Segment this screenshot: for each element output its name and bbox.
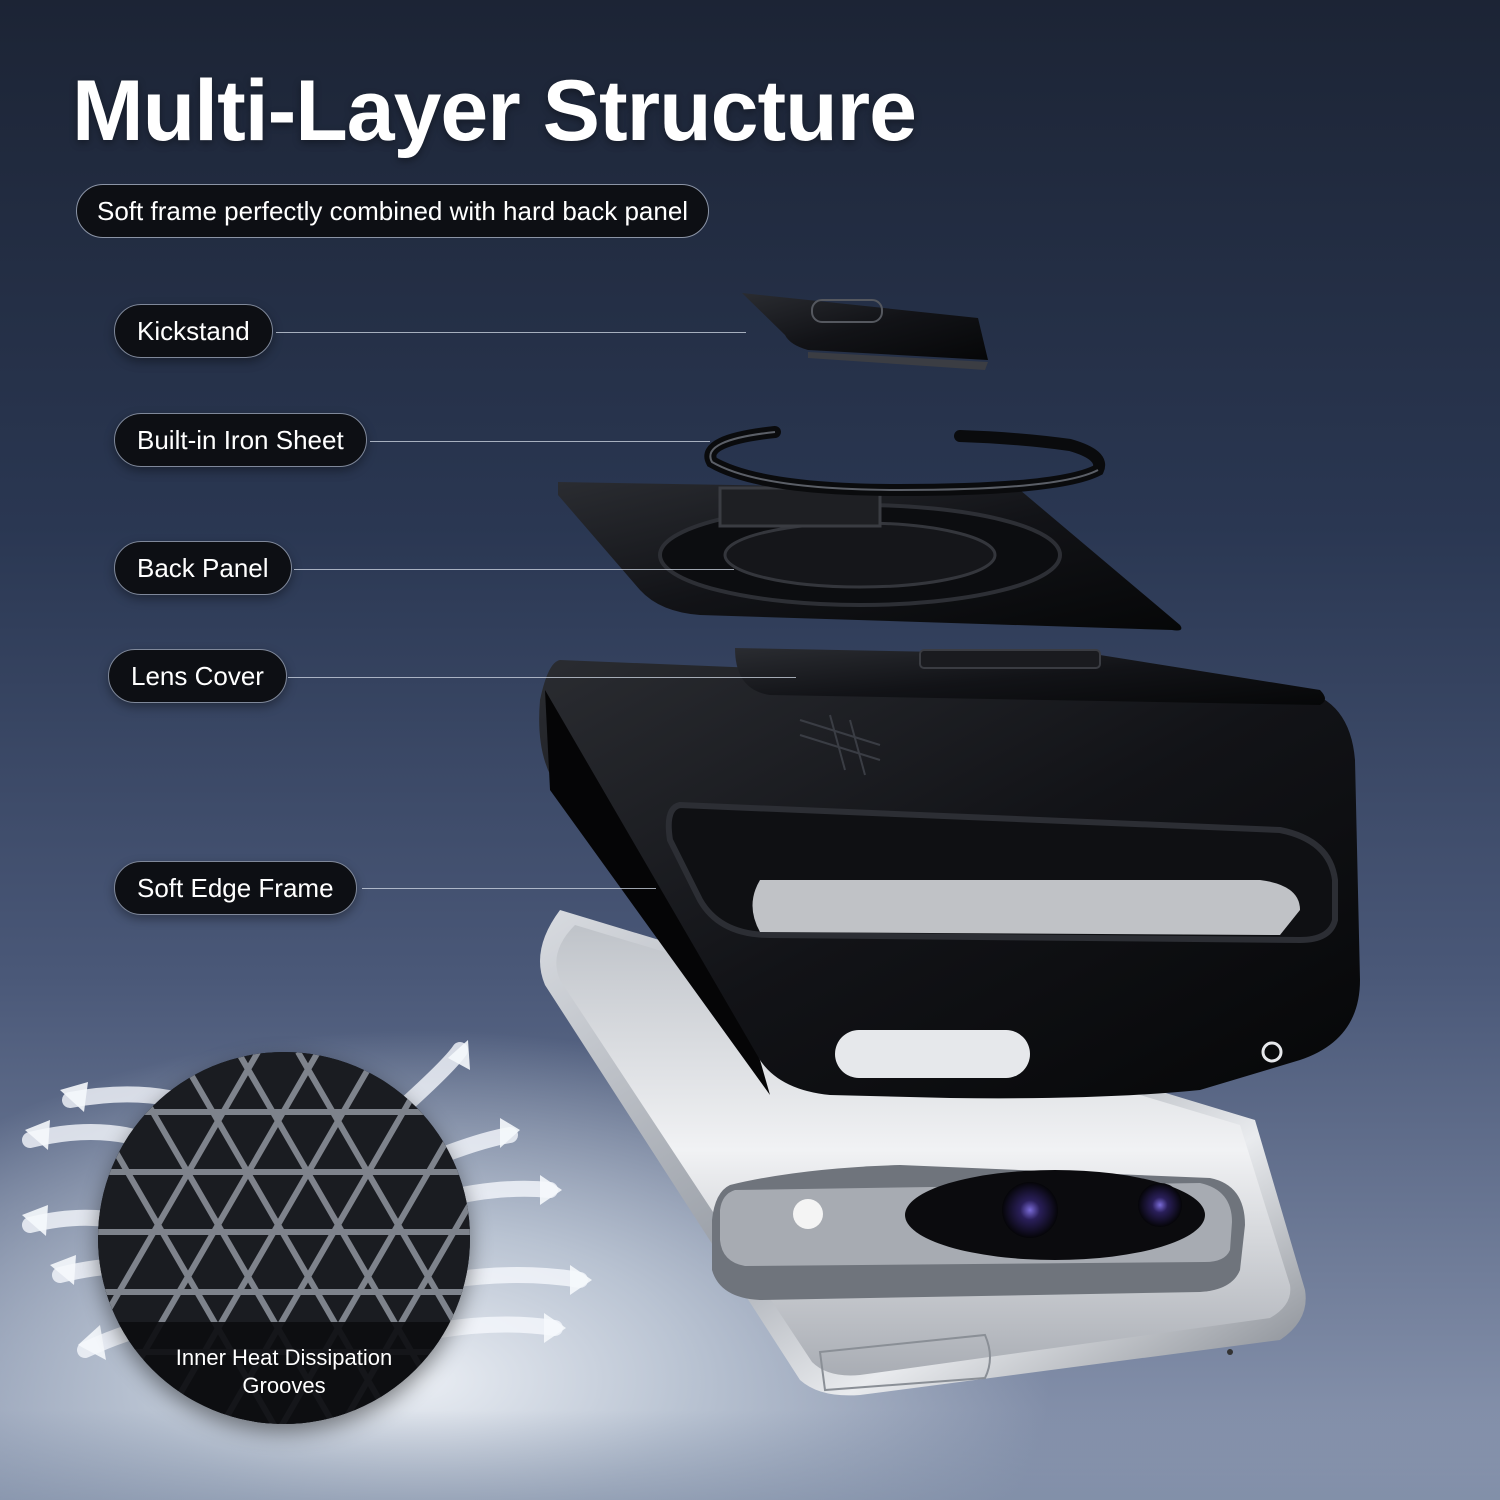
heat-dissipation-zoom: Inner Heat Dissipation Grooves <box>98 1052 470 1424</box>
label-kickstand-text: Kickstand <box>137 315 250 346</box>
lens-cover <box>735 648 1325 705</box>
label-back-panel-text: Back Panel <box>137 552 269 583</box>
label-back-panel: Back Panel <box>114 541 292 595</box>
leader-soft-edge-frame <box>362 888 656 889</box>
iron-sheet-ring <box>704 426 1106 497</box>
label-iron-sheet: Built-in Iron Sheet <box>114 413 367 467</box>
leader-lens-cover <box>288 677 796 678</box>
label-lens-cover-text: Lens Cover <box>131 660 264 691</box>
heat-caption-line2: Grooves <box>242 1373 326 1398</box>
label-soft-edge-frame-text: Soft Edge Frame <box>137 872 334 903</box>
leader-kickstand <box>276 332 746 333</box>
heat-caption: Inner Heat Dissipation Grooves <box>98 1344 470 1400</box>
leader-iron-sheet <box>370 441 710 442</box>
kickstand <box>742 293 988 370</box>
floor-glow <box>0 1410 1500 1500</box>
back-panel <box>558 482 1182 631</box>
subtitle-pill: Soft frame perfectly combined with hard … <box>76 184 710 238</box>
label-kickstand: Kickstand <box>114 304 273 358</box>
label-lens-cover: Lens Cover <box>108 649 287 703</box>
label-iron-sheet-text: Built-in Iron Sheet <box>137 424 344 455</box>
soft-edge-frame <box>539 660 1360 1099</box>
heat-caption-line1: Inner Heat Dissipation <box>175 1345 393 1370</box>
label-soft-edge-frame: Soft Edge Frame <box>114 861 357 915</box>
subtitle-text: Soft frame perfectly combined with hard … <box>97 195 689 226</box>
leader-back-panel <box>294 569 734 570</box>
page-title: Multi-Layer Structure <box>72 63 917 159</box>
